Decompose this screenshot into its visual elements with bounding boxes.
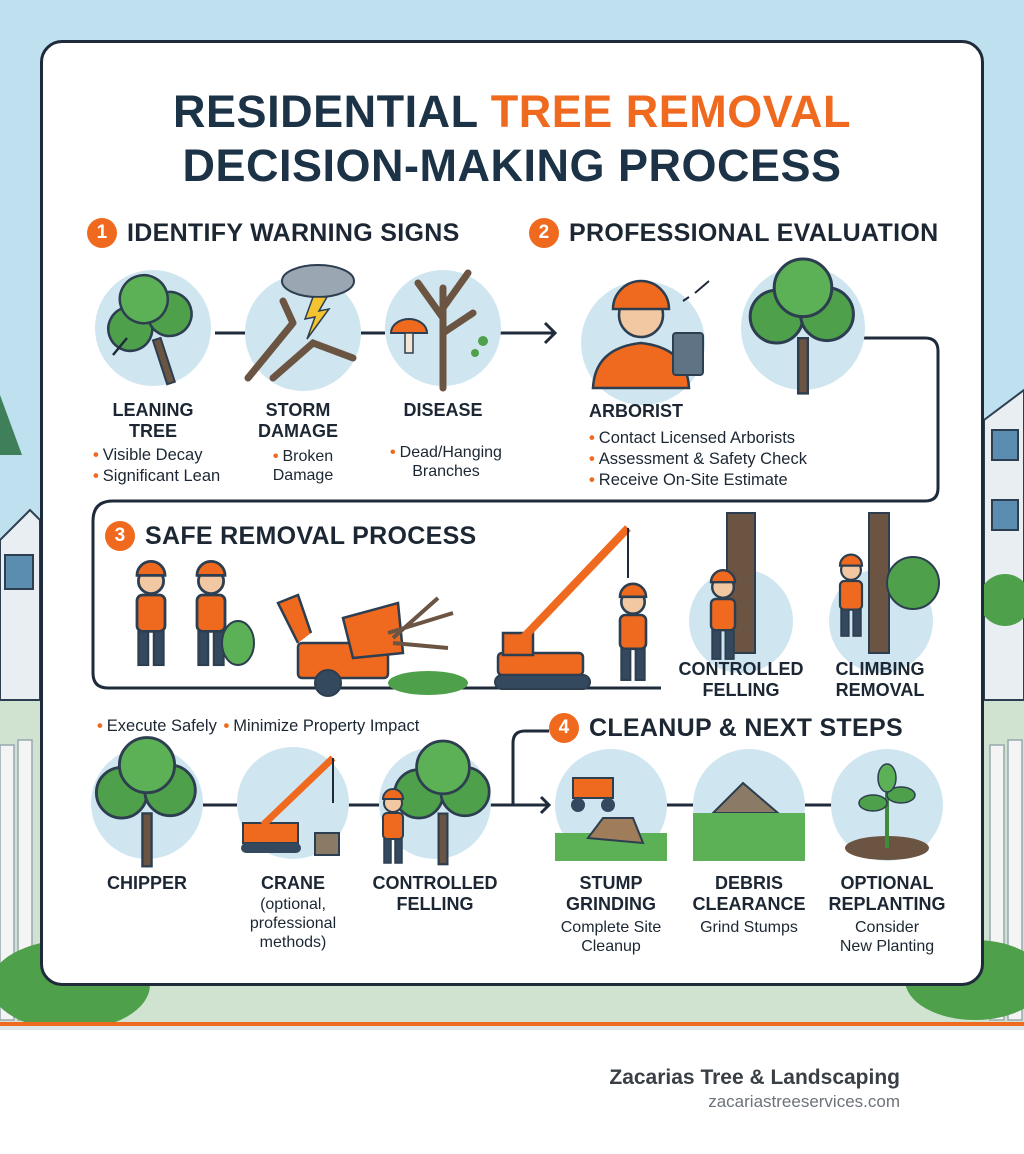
leaning-tree-illustration [93, 262, 213, 398]
removal-bullets: •Execute Safely •Minimize Property Impac… [97, 717, 420, 735]
process-illustrations [91, 257, 943, 868]
crane-detail: (optional, professional methods) [249, 896, 337, 951]
replanting-label: OPTIONAL REPLANTING [828, 873, 946, 914]
wood-chipper-illustration [276, 593, 468, 697]
crane-method-illustration [237, 747, 349, 859]
stump-grinding-detail: Complete Site Cleanup [560, 919, 662, 955]
climbing-removal-illustration [829, 512, 940, 673]
infographic-title: RESIDENTIAL TREE REMOVAL DECISION-MAKING… [43, 85, 981, 193]
flow-connectors [91, 321, 940, 815]
debris-clearance-label: DEBRIS CLEARANCE [692, 873, 806, 914]
evaluation-bullets: •Contact Licensed Arborists •Assessment … [589, 429, 807, 489]
stump-grinding-illustration [555, 749, 667, 861]
crane-label: CRANE [260, 873, 325, 893]
arborist-label: ARBORIST [589, 401, 683, 421]
step-4-heading: 4 CLEANUP & NEXT STEPS [549, 713, 903, 743]
storm-damage-illustration [244, 264, 361, 391]
removal-crew-illustration [135, 560, 255, 667]
storm-damage-label: STORM DAMAGE [258, 400, 338, 441]
controlled-felling-label: CONTROLLED FELLING [678, 659, 804, 700]
debris-clearance-illustration [693, 749, 805, 861]
right-house-illustration [979, 388, 1024, 701]
step-1-label: IDENTIFY WARNING SIGNS [127, 218, 460, 247]
felling-method-label: CONTROLLED FELLING [372, 873, 498, 914]
step-2-badge: 2 [529, 218, 559, 248]
leaning-tree-bullets: •Visible Decay •Significant Lean [93, 446, 221, 485]
title-line2: DECISION-MAKING PROCESS [182, 140, 842, 191]
title-plain: RESIDENTIAL [173, 86, 478, 137]
debris-clearance-detail: Grind Stumps [700, 919, 798, 936]
climbing-removal-label: CLIMBING REMOVAL [835, 659, 925, 700]
chipper-tree-illustration [91, 736, 203, 868]
chipper-label: CHIPPER [106, 873, 187, 893]
left-house-illustration [0, 395, 41, 701]
step-4-label: CLEANUP & NEXT STEPS [589, 713, 903, 742]
arborist-illustration [581, 279, 710, 405]
infographic-card: RESIDENTIAL TREE REMOVAL DECISION-MAKING… [40, 40, 984, 986]
disease-detail: •Dead/Hanging Branches [390, 444, 502, 480]
footer-website-url: zacariastreeservices.com [708, 1092, 900, 1111]
step-2-heading: 2 PROFESSIONAL EVALUATION [529, 218, 938, 248]
storm-damage-detail: •Broken Damage [272, 448, 334, 484]
crane-illustration [494, 525, 648, 690]
controlled-felling-illustration [689, 512, 793, 673]
step-1-heading: 1 IDENTIFY WARNING SIGNS [87, 218, 460, 248]
footer-company-name: Zacarias Tree & Landscaping [609, 1066, 900, 1089]
title-accent: TREE REMOVAL [490, 86, 851, 137]
step-3-heading: 3 SAFE REMOVAL PROCESS [105, 521, 477, 551]
stump-grinding-label: STUMP GRINDING [566, 873, 656, 914]
disease-label: DISEASE [403, 400, 483, 420]
leaning-tree-label: LEANING TREE [112, 400, 194, 441]
step-3-label: SAFE REMOVAL PROCESS [145, 521, 477, 550]
felling-method-illustration [379, 739, 491, 866]
step-2-label: PROFESSIONAL EVALUATION [569, 218, 939, 247]
evaluation-tree-illustration [741, 257, 865, 395]
replanting-illustration [831, 749, 943, 861]
replanting-detail: Consider New Planting [839, 919, 935, 955]
step-3-badge: 3 [105, 521, 135, 551]
step-4-badge: 4 [549, 713, 579, 743]
disease-tree-illustration [385, 269, 501, 392]
step-1-badge: 1 [87, 218, 117, 248]
